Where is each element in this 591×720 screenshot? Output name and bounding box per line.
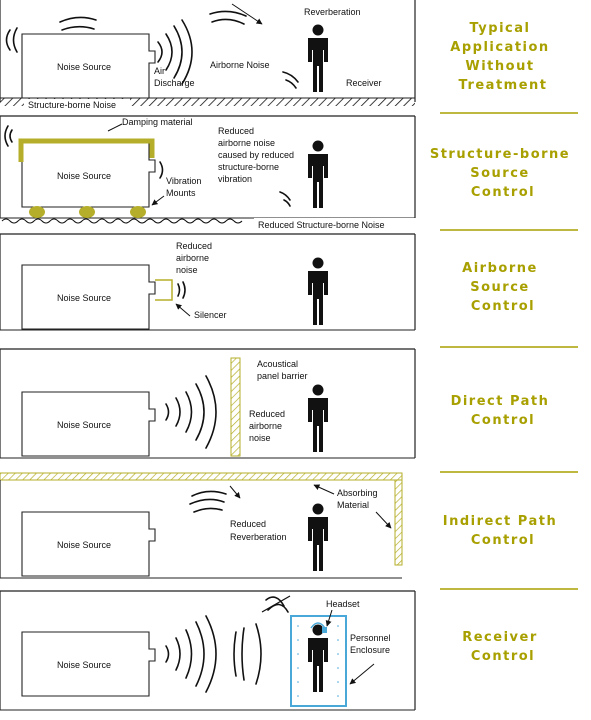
- receiver-person: [308, 624, 328, 692]
- acoustical-panel-barrier: [230, 357, 241, 457]
- vibration-mount: [79, 206, 95, 218]
- panel-3-title: Airborne Source Control: [462, 261, 544, 314]
- noise-source-label: Noise Source: [57, 420, 111, 430]
- vibration-mount: [29, 206, 45, 218]
- noise-source-label: Noise Source: [57, 171, 111, 181]
- enclosure-dots: [297, 625, 339, 697]
- airborne-noise-label: Airborne Noise: [210, 60, 270, 70]
- absorbing-wall: [394, 479, 403, 566]
- panel-4: Noise Source Acoustical panel barrier Re…: [0, 348, 416, 459]
- noise-source-label: Noise Source: [57, 293, 111, 303]
- panel-2-title: Structure-borne Source Control: [430, 147, 576, 200]
- reduced-airborne-label: Reduced airborne noise: [176, 241, 215, 275]
- noise-source-label: Noise Source: [57, 62, 111, 72]
- reverberation-label: Reverberation: [304, 7, 361, 17]
- panel-5-title: Indirect Path Control: [443, 514, 563, 548]
- panel-1-title: Typical Application Without Treatment: [450, 21, 555, 93]
- title-separators: [440, 112, 578, 590]
- silencer: [155, 279, 173, 301]
- receiver-label: Receiver: [346, 78, 382, 88]
- vibration-mounts-label: Vibration Mounts: [166, 176, 204, 198]
- silencer-label: Silencer: [194, 310, 227, 320]
- personnel-enclosure: [290, 615, 347, 707]
- panel-4-title: Direct Path Control: [451, 394, 556, 428]
- receiver-person: [308, 384, 328, 452]
- damping-material-label: Damping material: [122, 117, 193, 127]
- receiver-person: [308, 24, 328, 92]
- absorbing-material-label: Absorbing Material: [337, 488, 380, 510]
- receiver-person: [308, 257, 328, 325]
- vibration-mount: [130, 206, 146, 218]
- reduced-airborne-label: Reduced airborne noise: [249, 409, 288, 443]
- panel-3: Noise Source Silencer Reduced airborne n…: [0, 233, 416, 331]
- reduced-airborne-label: Reduced airborne noise caused by reduced…: [218, 126, 297, 184]
- barrier-label: Acoustical panel barrier: [257, 359, 308, 381]
- panel-1: Noise Source Air Discharge Reverberation…: [0, 0, 416, 110]
- structure-borne-label: Structure-borne Noise: [28, 100, 116, 110]
- floor-hatch: [0, 98, 415, 106]
- panel-6-title: Receiver Control: [462, 630, 544, 664]
- absorbing-ceiling: [0, 472, 403, 481]
- receiver-person: [308, 140, 328, 208]
- panel-5: Noise Source Reduced Reverberation Absor…: [0, 472, 403, 579]
- noise-source-label: Noise Source: [57, 660, 111, 670]
- receiver-person: [308, 503, 328, 571]
- damping-material: [18, 138, 155, 162]
- noise-source-label: Noise Source: [57, 540, 111, 550]
- headset-icon: [310, 622, 326, 629]
- panel-6: Noise Source Headset Personnel Enclosure: [0, 590, 416, 711]
- headset-label: Headset: [326, 599, 360, 609]
- reduced-structure-label: Reduced Structure-borne Noise: [258, 220, 385, 230]
- panel-2: Noise Source Damping material Vibration …: [0, 115, 416, 230]
- headset-earcup: [322, 627, 327, 633]
- personnel-enclosure-label: Personnel Enclosure: [350, 633, 393, 655]
- air-discharge-label: Air Discharge: [154, 66, 195, 88]
- reduced-reverberation-label: Reduced Reverberation: [230, 519, 287, 542]
